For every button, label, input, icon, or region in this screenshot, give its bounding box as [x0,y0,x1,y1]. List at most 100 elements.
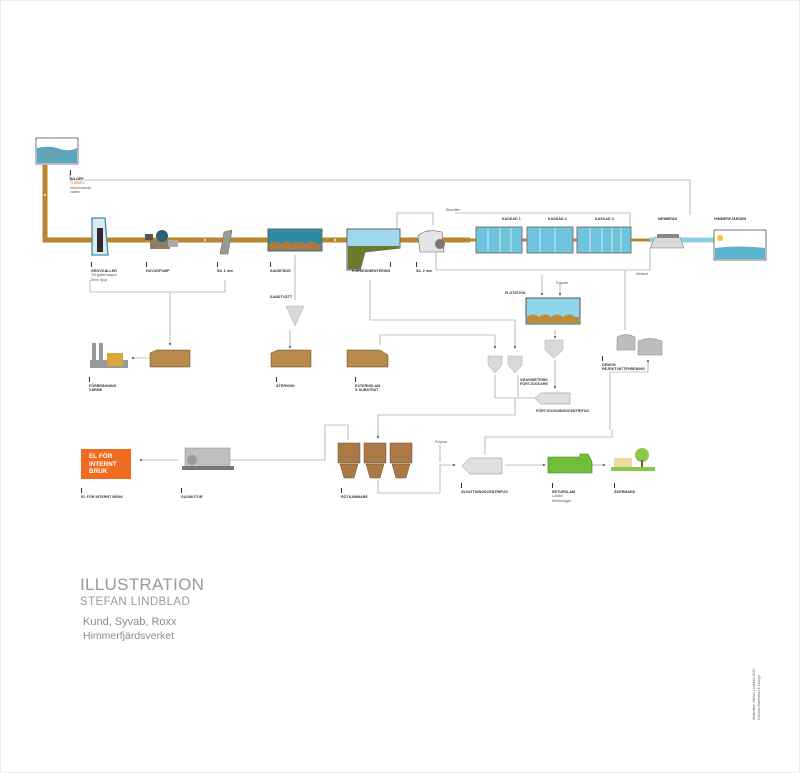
flotation-tank [525,297,581,325]
label-metanol: Metanol [636,272,649,276]
huvudpump-icon [145,230,178,249]
gravity-collect-line [494,375,535,399]
digested-sludge-line [377,463,456,494]
gasmotor-title: GASMOTOR [181,495,203,499]
label-sil6: SIL 6 mm [217,262,233,273]
label-polymer-1: Polymer [556,281,569,285]
skruvfiler-line [396,212,434,230]
kaskad1-title: KASKAD 1 [502,217,521,221]
label-huvudpump: HUVUDPUMP [146,262,170,273]
gravimetrisk-title: GRAVIMETRISK [520,378,548,382]
fortjockningscentrifug-title: FÖRTJOCKNINGSCENTRIFUG [536,409,590,413]
credit-block: ILLUSTRATION STEFAN LINDBLAD Kund, Syvab… [80,575,204,643]
external-sludge-line [379,334,497,349]
label-grovgaller: GROVGALLER Till galler/slapor 5mm djup [91,262,117,282]
externslam-sub: & SUBSTRAT [355,388,379,393]
copyright-line2: Canvas Illustration & Design [756,674,761,720]
sil-2mm-icon [417,230,445,253]
el-title: EL FÖR INTERNT BRUK [81,495,124,499]
truck-external [346,349,389,368]
connector-lines [69,172,691,494]
atervinn-title: ÅTERVINN [276,384,295,388]
sil2-title: SIL 2 mm [416,269,433,273]
returslam-sub1: Lastbil [552,494,563,499]
label-sil2: SIL 2 mm [416,262,432,273]
label-el-for-internt-bruk: EL FÖR INTERNT BRUK [81,488,123,499]
label-kaskad1: KASKAD 1 [502,217,521,221]
grovgaller-sub2: 5mm djup [91,277,108,282]
externslam-title: EXTERNSLAM [355,384,381,388]
gravimetrisk-hopper-1 [487,355,503,374]
screenings-collect-line [89,280,226,293]
credit-client: Kund, Syvab, Roxx [83,616,177,628]
forsedimentering-title: FÖRSEDIMENTERING [352,269,391,273]
kaskad-basins [475,226,632,254]
label-akermark: ÅKERMARK [614,483,635,494]
inlopp-sub2: vatten [70,190,81,195]
label-kaskad3: KASKAD 3 [595,217,614,221]
kaskad-feed-line [455,212,631,232]
sil6-title: SIL 6 mm [217,269,234,273]
akermark-title: ÅKERMARK [614,490,636,494]
gravimetrisk-sub: FÖRTJOCKARE [520,382,548,387]
forbranning-icon [90,343,128,368]
membran-title: MEMBRAN [658,217,678,221]
return-line [435,248,651,271]
label-avvattningscentrifug: AVVATTNINGSCENTRIFUG [461,483,508,494]
label-atervinn: ÅTERVINN [276,377,295,388]
gasmotor-icon [182,447,234,470]
to-digester-line [376,398,516,439]
forsedimentering-tank [346,228,401,271]
label-flotation: FLOTATION [505,291,525,295]
label-kaskad2: KASKAD 2 [548,217,567,221]
el-box-line1: EL FÖR [89,453,113,460]
sandtvatt-title: SANDTVÄTT [270,295,293,299]
label-gasmotor: GASMOTOR [181,488,203,499]
grovgaller-sub1: Till galler/slapor [91,273,117,278]
demon-title: DEMON [602,363,616,367]
returslam-sub2: Mellanlager [552,498,572,503]
to-demon-line [609,359,650,430]
avvattningscentrifug-title: AVVATTNINGSCENTRIFUG [461,490,508,494]
label-forsedimentering: FÖRSEDIMENTERING [352,262,391,273]
el-box-line3: BRUK [89,468,108,476]
rotkammare-tanks [337,442,413,479]
credit-project: Himmerfjärdsverket [83,630,175,642]
centrifuges [461,392,571,475]
kaskad3-title: KASKAD 3 [595,217,614,221]
biogas-line [224,424,349,462]
akermark-icon [611,448,655,471]
forbranning-sub: VÄRME [89,388,103,393]
sandtvatt-hopper [285,305,305,327]
label-sandfang: SANDFÅNG [270,262,291,273]
label-sandtvatt: SANDTVÄTT [270,295,292,299]
flotation-title: FLOTATION [505,291,526,295]
inflow-tank [35,137,79,165]
copyright-text: Illustration Stefan Lindblad 2024 Canvas… [752,669,761,720]
himmerfjarden-title: HIMMERFJÄRDEN [714,217,747,221]
label-rotkammare: RÖTKAMMARE [341,488,368,499]
sandfang-title: SANDFÅNG [270,269,291,273]
forbranning-title: FÖRBRÄNNING [89,384,117,388]
label-membran: MEMBRAN [658,217,677,221]
label-skruvfiler: Skruvfiler [446,208,461,212]
label-externslam: EXTERNSLAM& SUBSTRAT [355,377,380,393]
inlopp-tunnel: TUNNEL [70,181,85,186]
huvudpump-title: HUVUDPUMP [146,269,170,273]
demon-tanks [616,334,663,356]
reject-water-line [484,430,613,455]
returslam-truck [547,453,593,474]
demon-sub: REJEKTVATTENRENING [602,367,645,372]
membran-icon [649,234,685,249]
rotkammare-title: RÖTKAMMARE [341,495,368,499]
inlopp-title: INLOPP [70,177,84,181]
truck-screenings [149,349,191,368]
el-for-internt-bruk-box: EL FÖR INTERNT BRUK [81,449,131,479]
primary-sludge-line [369,280,517,349]
inlopp-sub1: Inkommande [70,185,92,190]
label-inlopp: INLOPP TUNNEL Inkommande vatten [70,170,91,195]
gravimetrisk-hopper-2 [507,355,523,374]
